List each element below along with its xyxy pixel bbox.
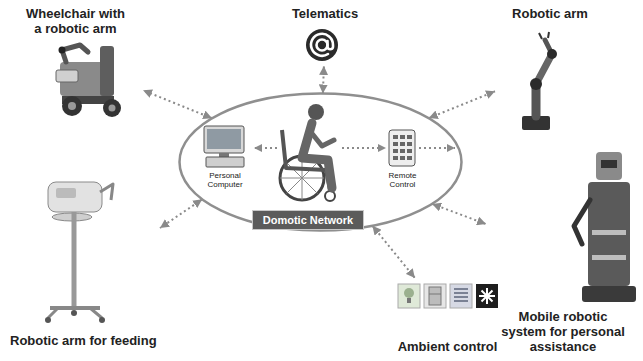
at-sign-icon — [306, 29, 338, 61]
computer-illustration-part — [207, 129, 241, 149]
caption-text: Robotic arm — [512, 7, 588, 22]
feeding-arm-illustration-part — [48, 182, 102, 212]
inner-dotted-arrows — [254, 148, 455, 149]
robotic-arm-illustration-part — [547, 49, 557, 59]
dotted-connector — [432, 204, 486, 224]
ambient-control-icons-part — [450, 284, 472, 308]
dotted-connector — [372, 226, 415, 278]
at-sign-icon-part — [311, 34, 333, 56]
ambient-control-group: Ambient control — [385, 278, 510, 358]
mobile-robot-illustration — [574, 152, 636, 302]
ambient-control-icons-part — [424, 284, 446, 308]
ambient-control-icons-part — [476, 284, 498, 308]
wheelchair-arm-group: Wheelchair with a robotic arm — [8, 4, 143, 122]
caption-text: Telematics — [292, 7, 358, 22]
feeding-arm-illustration-part — [56, 188, 76, 198]
feeding-arm-illustration-part — [100, 184, 113, 200]
robotic-arm-group: Robotic arm — [495, 4, 605, 134]
wheelchair-arm-illustration-part — [109, 105, 116, 112]
mobile-robot-illustration-part — [596, 152, 622, 180]
ambient-control-icons-part — [407, 298, 411, 303]
ambient-control-icons-part — [454, 289, 468, 301]
computer-illustration — [204, 126, 244, 167]
person-in-wheelchair-part — [302, 123, 332, 188]
caption-text: Robotic arm for feeding — [10, 334, 157, 349]
person-in-wheelchair — [280, 104, 335, 201]
mobile-robot-illustration-part — [588, 182, 630, 286]
person-in-wheelchair-part — [325, 191, 335, 201]
computer-group: Personal Computer — [200, 124, 250, 192]
dotted-connector — [160, 199, 202, 228]
caption-text: Remote Control — [384, 171, 421, 189]
wheelchair-arm-illustration-part — [56, 70, 78, 82]
ellipse-line — [180, 94, 462, 231]
caption-text: Ambient control — [398, 340, 498, 355]
feeding-arm-illustration-part — [48, 308, 102, 318]
dotted-connector — [143, 90, 212, 118]
remote-control-illustration-part — [393, 135, 412, 160]
feeding-arm-illustration-part — [71, 310, 77, 316]
mobile-robot-illustration-part — [582, 286, 636, 302]
remote-control-illustration-part — [389, 130, 415, 166]
wheelchair-arm-illustration-part — [68, 102, 76, 110]
feeding-arm-illustration — [45, 182, 113, 323]
wheelchair-arm-illustration-part — [62, 45, 88, 62]
inner-dotted-arrows-part — [342, 147, 386, 149]
ambient-control-icons-part — [429, 287, 441, 305]
remote-control-illustration — [389, 130, 415, 166]
mobile-robot-illustration-part — [592, 230, 626, 235]
ambient-control-icons — [398, 284, 498, 308]
wheelchair-arm-illustration-part — [62, 96, 82, 116]
dotted-connector — [429, 91, 495, 118]
caption-text: Personal Computer — [204, 171, 246, 189]
ambient-control-icons-part — [479, 288, 495, 304]
dotted-connector — [323, 66, 324, 94]
computer-illustration-part — [206, 157, 244, 167]
telematics-group: Telematics — [280, 4, 370, 66]
inner-dotted-arrows-part — [419, 147, 455, 149]
computer-illustration-part — [219, 153, 229, 157]
mobile-robot-illustration-part — [574, 200, 590, 244]
computer-illustration-part — [204, 126, 244, 153]
feeding-arm-illustration-part — [72, 212, 77, 306]
network-label: Domotic Network — [252, 210, 364, 230]
at-sign-icon-part — [306, 29, 338, 61]
person-in-wheelchair-part — [310, 131, 334, 146]
caption-text: Wheelchair with a robotic arm — [22, 7, 130, 37]
caption-text: Mobile robotic system for personal assis… — [496, 310, 631, 355]
robotic-arm-illustration-part — [530, 78, 542, 90]
at-sign-icon-part — [317, 40, 328, 51]
inner-dotted-arrows-part — [254, 147, 277, 149]
mobile-robot-group: Mobile robotic system for personal assis… — [486, 148, 640, 358]
ambient-control-icons-part — [429, 294, 441, 295]
wheelchair-arm-illustration-part — [100, 46, 114, 96]
feeding-arm-illustration-part — [99, 317, 105, 323]
mobile-robot-illustration-part — [592, 255, 626, 260]
wheelchair-arm-illustration — [56, 45, 121, 117]
person-in-wheelchair-part — [308, 104, 324, 120]
domotic-network-ellipse: Domotic Network Personal Computer Remote C… — [178, 92, 463, 232]
wheelchair-arm-illustration-part — [59, 47, 66, 54]
feeding-arm-illustration-part — [45, 317, 51, 323]
feeding-arm-group: Robotic arm for feeding — [6, 228, 211, 352]
ambient-control-icons-part — [398, 284, 420, 308]
robotic-arm-illustration-part — [539, 32, 549, 39]
remote-control-group: Remote Control — [380, 128, 425, 192]
robotic-arm-illustration — [522, 32, 557, 130]
ambient-control-icons-part — [404, 288, 414, 298]
mobile-robot-illustration-part — [601, 160, 617, 168]
wheelchair-arm-illustration-part — [103, 99, 121, 117]
